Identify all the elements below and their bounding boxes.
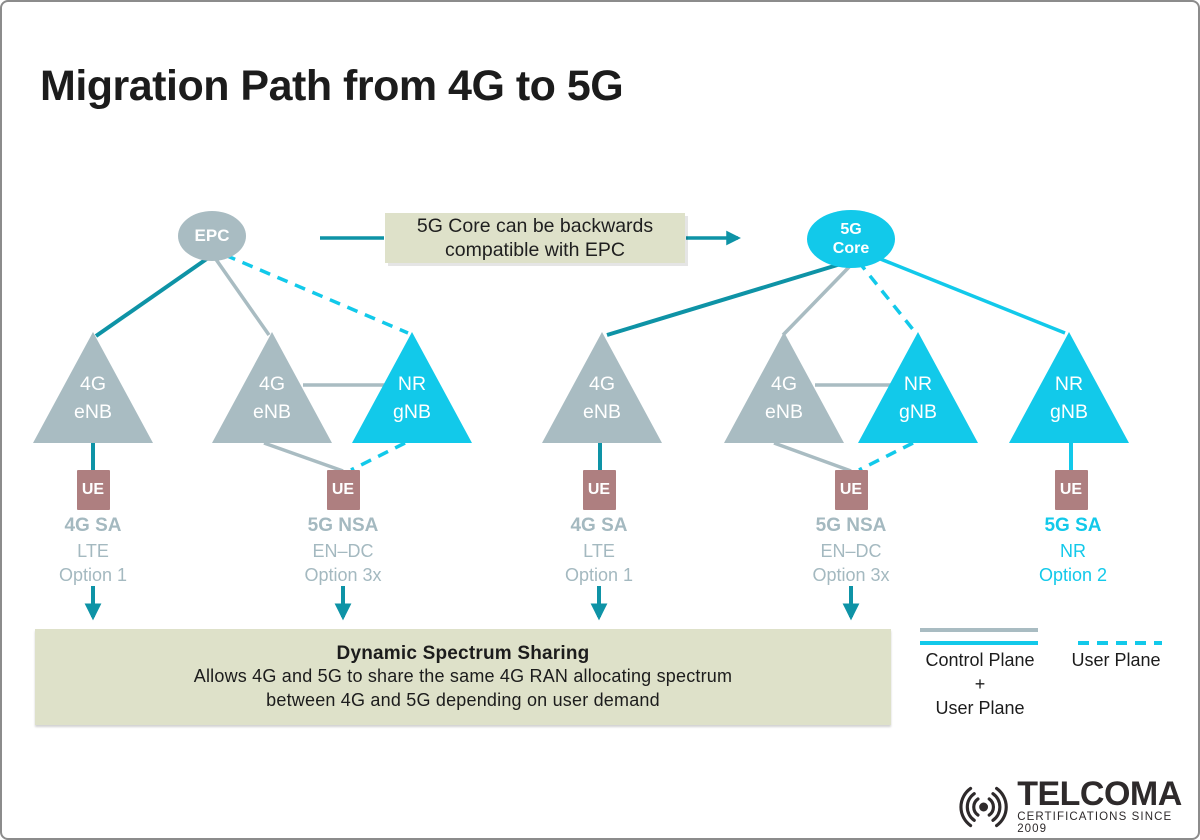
epc-core-node: EPC: [178, 211, 246, 261]
legend-control-plane-line: [920, 628, 1038, 632]
option-stack-4g-sa-left: 4G SA LTE Option 1: [58, 515, 128, 585]
epc-to-gnb-user-dashed-line: [224, 253, 409, 335]
option-stack-4g-sa-right: 4G SA LTE Option 1: [564, 515, 634, 585]
triangle-4g-enb-4: [724, 332, 844, 443]
triangle-4g-enb-1: [33, 332, 153, 443]
core5g-to-enb3-control-user-line: [606, 261, 845, 337]
triangle-nr-gnb-2: [858, 332, 978, 443]
gnb2-to-ue4-dashed-link: [858, 441, 914, 472]
epc-to-enb2-control-line: [213, 256, 271, 337]
logo-name: TELCOMA: [1017, 775, 1182, 813]
gnb-to-ue2-dashed-link: [350, 441, 406, 472]
triangle-4g-enb-3: [542, 332, 662, 443]
core5g-to-gnb2-user-dashed-line: [856, 259, 917, 334]
ue-box-5: UE: [1054, 470, 1088, 510]
dss-title: Dynamic Spectrum Sharing: [336, 642, 590, 664]
ue-box-2: UE: [326, 470, 360, 510]
core5g-to-gnb3-control-user-line: [867, 252, 1066, 335]
enb2-to-ue2-link: [263, 441, 344, 473]
option-stack-5g-sa: 5G SA NR Option 2: [1038, 515, 1108, 585]
triangle-nr-gnb-3: [1009, 332, 1129, 443]
triangle-4g-enb-2: [212, 332, 332, 443]
epc-label: EPC: [194, 226, 230, 245]
enb4-to-ue4-link: [773, 441, 852, 473]
ue-box-4: UE: [834, 470, 868, 510]
5g-core-node: 5G Core: [807, 210, 895, 268]
legend-control-user-label: Control Plane + User Plane: [925, 650, 1035, 718]
core5g-to-enb4-control-line: [781, 263, 853, 337]
signal-waves-icon: [959, 786, 1008, 827]
backwards-compatible-note: 5G Core can be backwards compatible with…: [385, 213, 685, 263]
option-stack-5g-nsa-left: 5G NSA EN–DC Option 3x: [304, 515, 382, 585]
ue-box-3: UE: [582, 470, 616, 510]
ue-box-1: UE: [76, 470, 110, 510]
triangle-nr-gnb-1: [352, 332, 472, 443]
dynamic-spectrum-sharing-box: Dynamic Spectrum Sharing Allows 4G and 5…: [35, 629, 891, 725]
5g-core-label-line2: Core: [832, 240, 870, 257]
page-title: Migration Path from 4G to 5G: [40, 62, 624, 110]
dss-line2: between 4G and 5G depending on user dema…: [266, 689, 660, 710]
logo-tagline: CERTIFICATIONS SINCE 2009: [1017, 811, 1173, 835]
legend-user-plane-dashed-line: [1078, 641, 1162, 645]
telcoma-logo: TELCOMA CERTIFICATIONS SINCE 2009: [954, 775, 1198, 835]
epc-to-enb1-control-user-line: [94, 256, 210, 338]
5g-core-label-line1: 5G: [840, 221, 862, 238]
option-stack-5g-nsa-right: 5G NSA EN–DC Option 3x: [812, 515, 890, 585]
note-line2: compatible with EPC: [445, 239, 625, 261]
legend-user-plane-solid-line: [920, 641, 1038, 645]
dss-line1: Allows 4G and 5G to share the same 4G RA…: [193, 666, 733, 687]
legend-user-plane-label: User Plane: [1071, 650, 1161, 670]
logo-text: TELCOMA CERTIFICATIONS SINCE 2009: [1017, 775, 1198, 835]
note-line1: 5G Core can be backwards: [416, 215, 654, 237]
